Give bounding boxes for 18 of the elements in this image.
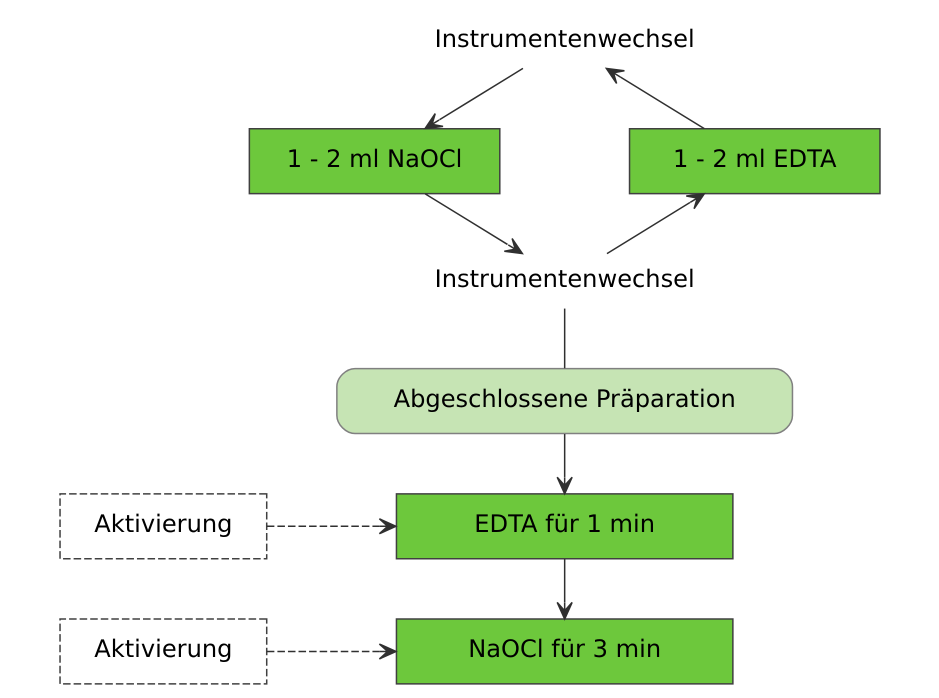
node-text: Instrumentenwechsel xyxy=(434,264,694,293)
arrow xyxy=(556,434,572,495)
arrow xyxy=(266,518,396,534)
node-box: Abgeschlossene Präparation xyxy=(336,368,793,434)
connector xyxy=(563,308,565,368)
node-box: NaOCl für 3 min xyxy=(395,618,734,685)
arrow xyxy=(556,559,572,620)
arrow xyxy=(424,68,523,130)
arrow xyxy=(424,193,523,254)
node-box: EDTA für 1 min xyxy=(395,493,734,560)
node-box: Aktivierung xyxy=(58,493,267,560)
node-box: Aktivierung xyxy=(58,618,267,685)
node-text: Instrumentenwechsel xyxy=(434,24,694,53)
node-box: 1 - 2 ml NaOCl xyxy=(248,128,500,194)
arrow xyxy=(606,192,705,254)
node-box: 1 - 2 ml EDTA xyxy=(628,128,880,194)
arrow xyxy=(605,68,704,130)
arrow xyxy=(266,643,396,660)
